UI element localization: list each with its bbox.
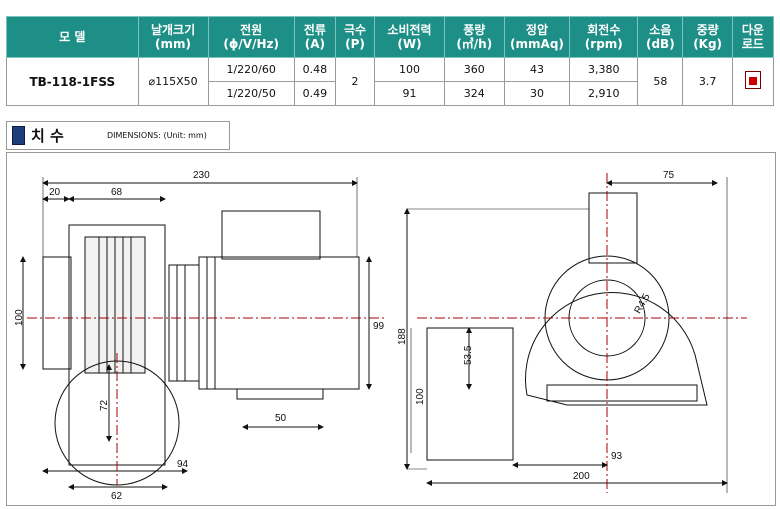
pressure-cell: 43: [503, 57, 571, 82]
header-noise: 소음(dB): [637, 16, 684, 58]
dim-50: 50: [275, 413, 287, 424]
dim-68: 68: [111, 187, 123, 198]
dim-94: 94: [177, 459, 189, 470]
dim-53-5: 53.5: [463, 345, 474, 365]
dim-20: 20: [49, 187, 61, 198]
section-square-icon: [12, 126, 25, 145]
header-pressure: 정압(mmAq): [503, 16, 571, 58]
header-rpm: 회전수(rpm): [569, 16, 639, 58]
table-row: TB-118-1FSS ⌀115X50 1/220/60 0.48 2 100 …: [6, 57, 775, 106]
fan-blades: [84, 236, 146, 374]
motor-body: [198, 256, 360, 390]
current-cell: 0.48: [293, 57, 336, 82]
watt-cell: 91: [374, 81, 445, 106]
right-housing: [525, 292, 708, 406]
airflow-cell: 324: [443, 81, 505, 106]
header-power: 전원(ϕ/V/Hz): [207, 16, 295, 58]
header-model: 모 델: [6, 16, 139, 58]
power-cell: 1/220/50: [207, 81, 295, 106]
dim-100-right: 100: [415, 388, 426, 405]
dimension-drawing: 230 20 68 100 99 72 50 94 62 75 188 53.5…: [6, 152, 776, 506]
header-poles: 극수(P): [334, 16, 376, 58]
power-cell: 1/220/60: [207, 57, 295, 82]
dim-93: 93: [611, 451, 623, 462]
dim-188: 188: [397, 328, 408, 345]
table-row: 1/220/50 0.49 91 324 30 2,910: [7, 81, 774, 106]
dim-r4-5: R4.5: [633, 292, 653, 316]
noise-cell: 58: [637, 57, 684, 106]
dimensions-subtitle: DIMENSIONS: (Unit: mm): [107, 131, 207, 140]
current-cell: 0.49: [293, 81, 336, 106]
blower-drawing-svg: 230 20 68 100 99 72 50 94 62 75 188 53.5…: [14, 170, 747, 502]
spec-table: 모 델 날개크기(mm) 전원(ϕ/V/Hz) 전류(A) 극수(P) 소비전력…: [6, 16, 775, 106]
model-cell: TB-118-1FSS: [6, 57, 139, 106]
rpm-cell: 3,380: [569, 57, 639, 82]
header-blade-size: 날개크기(mm): [137, 16, 209, 58]
dimensions-header: 치 수 DIMENSIONS: (Unit: mm): [6, 121, 230, 150]
download-file-icon[interactable]: [744, 71, 761, 89]
weight-cell: 3.7: [682, 57, 733, 106]
left-base: [236, 388, 324, 400]
dim-99: 99: [373, 321, 385, 332]
dim-200: 200: [573, 471, 590, 482]
right-top-inlet: [588, 192, 638, 264]
header-watt: 소비전력(W): [374, 16, 445, 58]
rpm-cell: 2,910: [569, 81, 639, 106]
left-inlet-flange: [42, 256, 72, 370]
top-strip: [0, 0, 780, 6]
watt-cell: 100: [374, 57, 445, 82]
motor-cap: [221, 210, 321, 260]
dim-62: 62: [111, 491, 123, 502]
dimensions-title: 치 수: [31, 127, 64, 145]
pressure-cell: 30: [503, 81, 571, 106]
blade-size-cell: ⌀115X50: [137, 57, 209, 106]
dim-72: 72: [99, 399, 110, 411]
download-cell: [731, 57, 775, 106]
spec-header-row: 모 델 날개크기(mm) 전원(ϕ/V/Hz) 전류(A) 극수(P) 소비전력…: [6, 16, 775, 58]
dim-100-left: 100: [14, 309, 25, 326]
header-current: 전류(A): [293, 16, 336, 58]
header-airflow: 풍량(㎥/h): [443, 16, 505, 58]
motor-fins: [168, 264, 200, 382]
airflow-cell: 360: [443, 57, 505, 82]
dim-75: 75: [663, 170, 675, 181]
poles-cell: 2: [334, 57, 376, 106]
header-weight: 중량(Kg): [682, 16, 733, 58]
right-base: [546, 384, 698, 402]
dim-230: 230: [193, 170, 210, 181]
